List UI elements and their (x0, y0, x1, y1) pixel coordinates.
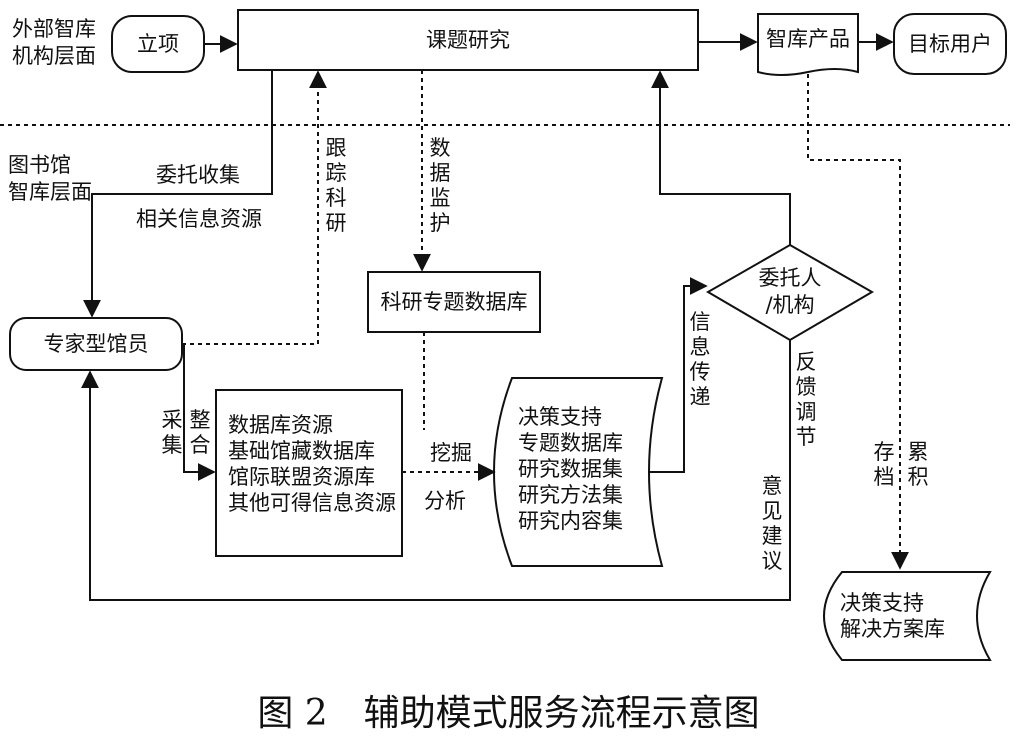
decision-item: 研究方法集 (518, 483, 623, 507)
arrow-keti-expert (83, 70, 273, 318)
edge-label-integrate: 整合 (189, 408, 211, 457)
solution-list: 决策支持 解决方案库 (840, 590, 945, 642)
keti-box (237, 9, 699, 71)
edge-label-track: 跟踪科研 (325, 136, 347, 235)
outer-layer-label: 外部智库 机构层面 (12, 17, 96, 68)
decision-item: 决策支持 (518, 405, 602, 429)
arrow-decision-client (650, 277, 708, 473)
arrow-track-research (182, 70, 327, 345)
arrow-client-keti (651, 70, 791, 245)
edge-label-analyze: 分析 (424, 489, 466, 513)
client-label: 委托人 /机构 (758, 266, 822, 317)
resources-item: 基础馆藏数据库 (228, 439, 375, 463)
figure-caption: 图 2 辅助模式服务流程示意图 (257, 693, 760, 734)
decision-cylinder (493, 377, 664, 567)
resources-item: 馆际联盟资源库 (228, 465, 375, 489)
edge-label-monitor: 数据监护 (429, 136, 451, 235)
decision-item: 研究数据集 (518, 457, 623, 481)
decision-item: 专题数据库 (518, 431, 623, 455)
keti-label: 课题研究 (426, 28, 510, 52)
solution-item: 决策支持 (840, 591, 924, 615)
resources-list: 数据库资源 基础馆藏数据库 馆际联盟资源库 其他可得信息资源 (228, 412, 396, 516)
resources-item: 其他可得信息资源 (228, 491, 396, 515)
product-doc-shape (757, 13, 859, 76)
edge-label-accumulate: 累积 (907, 440, 929, 489)
edge-label-mine: 挖掘 (430, 441, 472, 465)
edge-label-collect: 委托收集 (156, 163, 240, 187)
arrow-archive (807, 74, 909, 570)
topicdb-label: 科研专题数据库 (380, 290, 528, 314)
resources-item: 数据库资源 (228, 413, 333, 437)
solution-cylinder (823, 571, 992, 661)
resources-box (215, 389, 403, 557)
users-box (893, 13, 1007, 75)
edge-label-advice: 意见建议 (761, 474, 783, 573)
edge-label-feedback: 反馈调节 (795, 350, 817, 449)
product-label: 智库产品 (766, 27, 850, 51)
library-layer-label: 图书馆 智库层面 (8, 153, 92, 204)
users-label: 目标用户 (908, 32, 992, 56)
decision-list: 决策支持 专题数据库 研究数据集 研究方法集 研究内容集 (518, 404, 623, 534)
expert-label: 专家型馆员 (43, 332, 149, 356)
solution-item: 解决方案库 (840, 617, 945, 641)
lixiang-label: 立项 (137, 32, 179, 56)
arrow-client-expert (81, 340, 791, 601)
edge-label-archive: 存档 (873, 440, 895, 489)
topicdb-box (367, 271, 541, 333)
edge-label-gather: 采集 (161, 408, 183, 457)
edge-label-resources: 相关信息资源 (136, 207, 262, 231)
edge-label-info: 信息传递 (689, 310, 711, 409)
decision-item: 研究内容集 (518, 509, 623, 533)
